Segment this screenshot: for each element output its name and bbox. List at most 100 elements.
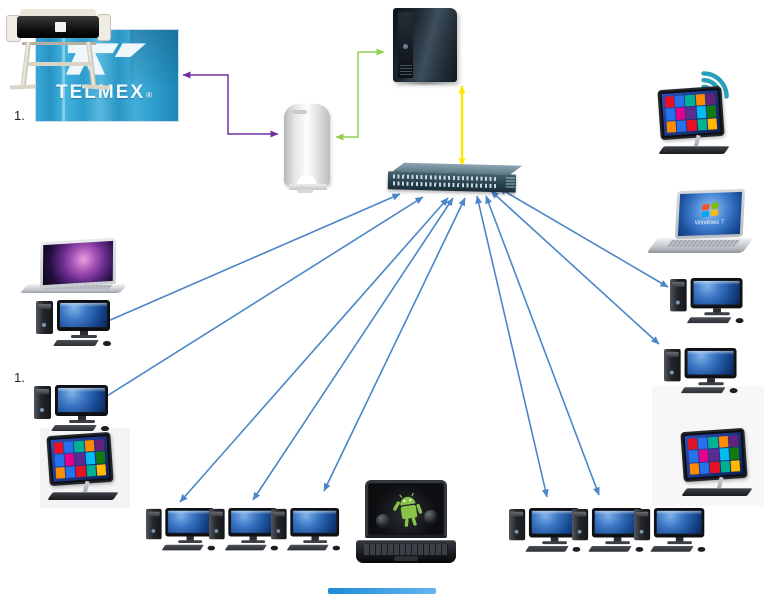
win8-tile: [665, 108, 676, 121]
win8-tile: [688, 450, 699, 463]
pc-screen: [168, 510, 212, 533]
pc-tower: [146, 508, 162, 540]
pc-keyboard: [588, 546, 632, 552]
win8-tile: [75, 453, 85, 465]
win8-tile: [94, 439, 105, 452]
win8-tile: [65, 466, 76, 478]
monitor-neck: [707, 378, 715, 384]
monitor-base: [704, 312, 730, 316]
arrow-network-switch-to-desktop-left-2: [98, 196, 424, 402]
arrow-network-switch-to-desktop-left-1: [100, 193, 401, 325]
monitor-base: [698, 382, 724, 386]
plotter-left-foot: [9, 84, 37, 90]
aio-screen: [46, 431, 114, 487]
list-marker-2: 1.: [14, 370, 25, 385]
macbook-laptop: [20, 237, 128, 296]
win8-tile: [86, 464, 97, 477]
win8-tile: [687, 438, 698, 451]
monitor-base: [667, 541, 692, 545]
pc-keyboard: [161, 544, 204, 551]
laptop-screen: [39, 237, 117, 289]
win8-tile: [686, 107, 696, 119]
monitor-base: [303, 540, 328, 543]
arrow-modem-router-to-server-tower: [335, 48, 385, 141]
win8-tile: [666, 120, 677, 133]
win8-tile: [697, 118, 708, 131]
switch-port-panel: [387, 171, 517, 193]
monitor-neck: [550, 537, 559, 543]
win8-tile: [64, 453, 75, 466]
pc-screen: [58, 388, 105, 412]
arrow-telmex-logo-to-modem-router: [182, 71, 279, 138]
windows7-wallpaper: Windows 7: [677, 191, 743, 237]
pc-screen: [594, 510, 640, 534]
win8-tile: [699, 462, 710, 474]
pc-mouse: [270, 545, 278, 551]
win8-tile: [706, 105, 717, 118]
modem-router: [284, 104, 330, 187]
pc-tower: [36, 301, 53, 334]
win8-tile: [696, 106, 707, 119]
pc-monitor: [591, 508, 643, 538]
monitor-neck: [311, 536, 319, 542]
monitor-base: [542, 541, 567, 545]
network-switch: [387, 158, 523, 197]
aio-keyboard: [47, 492, 119, 500]
pc-tower: [34, 386, 51, 419]
laptop-display: [369, 484, 443, 534]
aio-keyboard: [658, 146, 730, 154]
server-logo-badge: [403, 44, 408, 49]
win8-tile: [719, 448, 730, 461]
pc-monitor: [653, 508, 705, 538]
win8-tile: [718, 436, 729, 448]
arrow-network-switch-to-desktop-bottom-2: [252, 197, 454, 501]
win8-tile: [685, 94, 696, 107]
windows8-start-screen: [684, 432, 744, 478]
win8-tile: [730, 459, 741, 472]
desktop-left-1: [36, 300, 114, 347]
arrow-network-switch-to-desktop-bottom-right-1: [475, 195, 549, 498]
monitor-base: [178, 540, 203, 543]
monitor-neck: [78, 416, 86, 421]
win8-tile: [708, 436, 719, 449]
android-laptop: [356, 478, 456, 564]
pc-tower: [634, 508, 651, 541]
win8-tile: [728, 435, 739, 448]
modem-stand-front: [297, 189, 313, 193]
win8-tile: [84, 440, 95, 452]
monitor-neck: [713, 308, 721, 314]
arrow-network-switch-to-desktop-right-2: [490, 190, 660, 345]
pc-keyboard: [51, 425, 97, 431]
win8-tile: [75, 465, 86, 478]
aio-keyboard: [681, 488, 753, 496]
pc-monitor: [55, 385, 108, 416]
pc-mouse: [635, 546, 644, 552]
win8-tile: [709, 449, 719, 461]
win8-tile: [675, 107, 686, 120]
pc-mouse: [735, 318, 744, 324]
win8-tile: [729, 447, 740, 460]
arrow-network-switch-to-desktop-bottom-right-2: [485, 195, 600, 496]
win8-tile: [705, 93, 716, 106]
desktop-right-1: [670, 278, 746, 324]
desktop-bottom-1: [146, 508, 218, 551]
win8-tile: [709, 461, 720, 474]
pc-tower: [509, 508, 526, 541]
pc-tower: [271, 508, 287, 540]
desktop-left-2: [34, 385, 112, 432]
pc-monitor: [690, 278, 743, 309]
telmex-brand-text: TELMEX®: [36, 82, 172, 104]
monitor-base: [605, 541, 630, 545]
win8-tile: [54, 454, 65, 467]
plotter-body: [20, 9, 96, 18]
aio-screen: [657, 85, 725, 141]
win8-tile: [689, 462, 700, 475]
win8-tile: [698, 449, 709, 462]
aio-screen: [680, 427, 748, 483]
plotter-cutting-bar: [17, 16, 99, 38]
pc-screen: [231, 510, 275, 533]
android-robot-icon: [393, 492, 423, 527]
pc-keyboard: [686, 317, 732, 324]
plotter-roller: [22, 42, 96, 45]
